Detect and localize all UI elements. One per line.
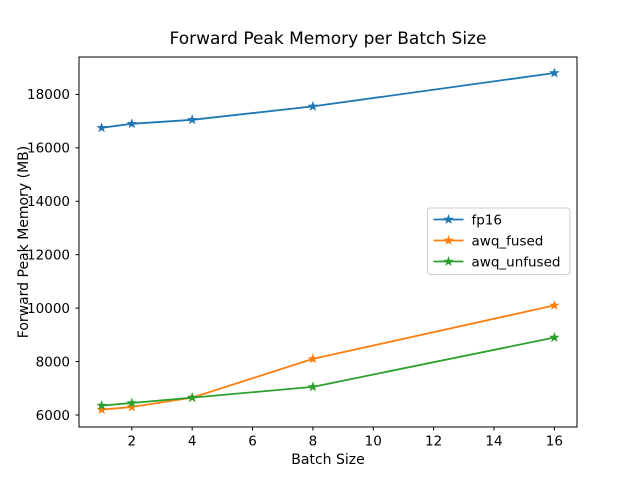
data-point-awq_fused — [96, 404, 107, 415]
data-point-fp16 — [549, 67, 560, 78]
data-point-fp16 — [96, 122, 107, 133]
y-tick-label: 10000 — [27, 301, 70, 317]
data-point-fp16 — [307, 100, 319, 111]
x-tick-label: 6 — [248, 434, 257, 450]
y-tick-label: 6000 — [36, 408, 70, 424]
y-tick-label: 18000 — [27, 87, 70, 103]
data-point-awq_unfused — [187, 392, 198, 403]
legend: fp16 awq_fused awq_unfused — [427, 207, 571, 275]
data-point-fp16 — [187, 114, 198, 125]
data-point-awq_fused — [307, 353, 319, 364]
legend-marker-awq_fused — [443, 235, 454, 245]
data-point-awq_fused — [549, 299, 560, 310]
x-tick-label: 12 — [425, 434, 442, 450]
x-tick-label: 10 — [365, 434, 382, 450]
x-tick-label: 2 — [128, 434, 137, 450]
x-axis-label: Batch Size — [291, 452, 365, 468]
y-tick-label: 12000 — [27, 247, 70, 263]
plot-frame — [78, 56, 578, 428]
data-point-fp16 — [126, 118, 137, 129]
x-tick-label: 8 — [309, 434, 318, 450]
series-line-awq_fused — [101, 304, 555, 411]
data-point-awq_unfused — [96, 400, 107, 411]
legend-label-awq_unfused: awq_unfused — [472, 254, 561, 270]
legend-label-fp16: fp16 — [472, 212, 503, 228]
data-point-awq_unfused — [307, 381, 319, 392]
data-point-awq_unfused — [126, 397, 137, 408]
data-point-awq_fused — [126, 401, 137, 412]
legend-marker-awq_unfused — [443, 256, 454, 266]
legend-marker-fp16 — [443, 214, 454, 224]
x-tick-label: 16 — [546, 434, 563, 450]
y-tick-label: 14000 — [27, 194, 70, 210]
y-tick-label: 16000 — [27, 141, 70, 157]
x-tick-label: 4 — [188, 434, 197, 450]
legend-label-awq_fused: awq_fused — [472, 233, 544, 249]
series-line-fp16 — [101, 72, 555, 129]
series-line-awq_unfused — [101, 336, 555, 407]
chart-title: Forward Peak Memory per Batch Size — [169, 29, 487, 49]
legend-box — [427, 207, 571, 275]
x-tick-label: 14 — [485, 434, 502, 450]
y-tick-label: 8000 — [36, 354, 70, 370]
y-axis-label: Forward Peak Memory (MB) — [16, 145, 32, 339]
data-point-awq_unfused — [549, 332, 560, 342]
